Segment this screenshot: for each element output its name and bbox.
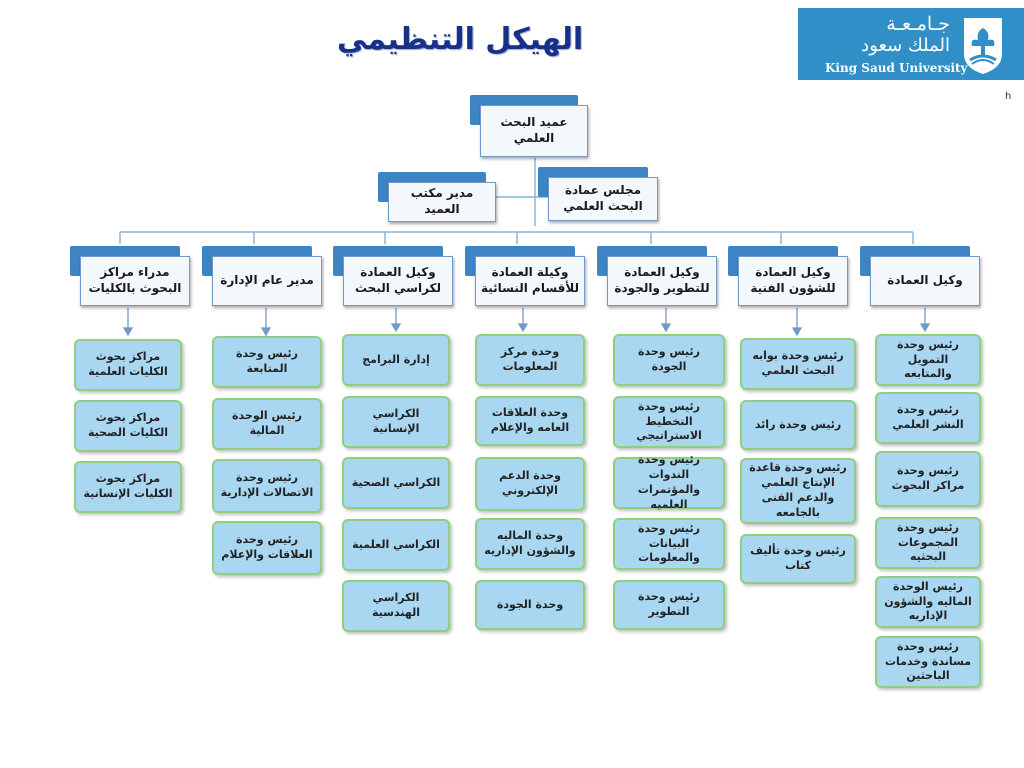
unit-box: رئيس الوحدة الماليه والشؤون الإداريه: [875, 576, 981, 628]
unit-box: رئيس وحدة الاتصالات الإدارية: [212, 459, 322, 513]
unit-box: رئيس وحدة الندوات والمؤتمرات العلميه: [613, 453, 725, 511]
unit-box: مراكز بحوث الكليات الإنسانية: [74, 461, 182, 513]
unit-box: رئيس وحدة التطوير: [613, 580, 725, 630]
unit-box: وحدة مركز المعلومات: [475, 334, 585, 386]
unit-box: رئيس وحدة المتابعة: [212, 336, 322, 388]
unit-box: رئيس وحدة النشر العلمي: [875, 392, 981, 444]
unit-box: رئيس وحدة مساندة وخدمات الباحثين: [875, 636, 981, 688]
unit-box: وحدة الجودة: [475, 580, 585, 630]
logo-arabic-line2: الملك سعود: [861, 35, 950, 56]
page-title: الهيكل التنظيمي: [336, 22, 584, 57]
unit-box: رئيس وحدة مراكز البحوث: [875, 451, 981, 507]
unit-box: رئيس وحدة المجموعات البحثيه: [875, 517, 981, 569]
ksu-emblem-icon: [964, 18, 1002, 74]
column-head-6: مدير عام الإدارة: [202, 246, 322, 306]
column-head-2: وكيل العمادة للشؤون الفنية: [728, 246, 848, 306]
unit-box: رئيس وحدة رائد: [740, 400, 856, 450]
university-logo: جـامـعـة الملك سعود King Saud University: [798, 8, 1024, 80]
unit-box: رئيس وحدة العلاقات والإعلام: [212, 521, 322, 575]
unit-box: وحدة الدعم الإلكتروني: [475, 457, 585, 511]
logo-english: King Saud University: [825, 61, 968, 75]
unit-box: الكراسي الإنسانية: [342, 396, 450, 448]
dean-box: عميد البحث العلمي: [470, 95, 588, 157]
unit-box: مراكز بحوث الكليات الصحية: [74, 400, 182, 452]
council-label: مجلس عمادة البحث العلمي: [548, 177, 658, 221]
column-head-1: وكيل العمادة: [860, 246, 980, 306]
unit-box: وحدة العلاقات العامه والإعلام: [475, 396, 585, 446]
unit-box: رئيس وحدة قاعدة الإنتاج العلمي والدعم ال…: [740, 458, 856, 524]
office-manager-box: مدير مكتب العميد: [378, 172, 496, 222]
unit-box: رئيس وحدة البيانات والمعلومات: [613, 518, 725, 570]
unit-box: مراكز بحوث الكليات العلمية: [74, 339, 182, 391]
unit-box: رئيس الوحدة المالية: [212, 398, 322, 450]
unit-box: إدارة البرامج: [342, 334, 450, 386]
column-head-3: وكيل العمادة للتطوير والجودة: [597, 246, 717, 306]
corner-mark: h: [1005, 91, 1012, 102]
column-head-5: وكيل العمادة لكراسي البحث: [333, 246, 453, 306]
unit-box: رئيس وحدة التمويل والمتابعه: [875, 334, 981, 386]
unit-box: الكراسي العلمية: [342, 519, 450, 571]
column-head-7: مدراء مراكز البحوث بالكليات: [70, 246, 190, 306]
dean-label: عميد البحث العلمي: [480, 105, 588, 157]
council-box: مجلس عمادة البحث العلمي: [538, 167, 658, 221]
unit-box: رئيس وحدة التخطيط الاستراتيجي: [613, 396, 725, 448]
unit-box: رئيس وحدة الجودة: [613, 334, 725, 386]
unit-box: الكراسي الهندسية: [342, 580, 450, 632]
unit-box: رئيس وحدة بوابه البحث العلمي: [740, 338, 856, 390]
column-head-4: وكيلة العمادة للأقسام النسائية: [465, 246, 585, 306]
unit-box: وحدة الماليه والشؤون الإداريه: [475, 518, 585, 570]
office-manager-label: مدير مكتب العميد: [388, 182, 496, 222]
unit-box: الكراسي الصحية: [342, 457, 450, 509]
logo-arabic-line1: جـامـعـة: [886, 13, 950, 35]
unit-box: رئيس وحدة تأليف كتاب: [740, 534, 856, 584]
